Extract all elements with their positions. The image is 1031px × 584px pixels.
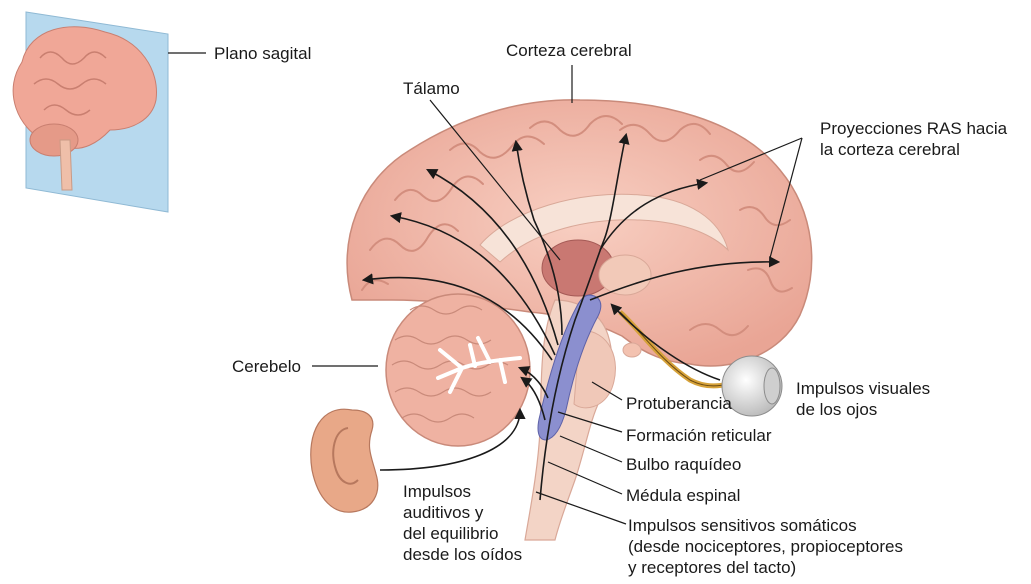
- label-bulbo-raquideo: Bulbo raquídeo: [626, 454, 741, 475]
- label-proyecciones-ras-line1: Proyecciones RAS hacia: [820, 118, 1007, 139]
- label-impulsos-visuales: Impulsos visuales de los ojos: [796, 378, 930, 420]
- pituitary: [623, 343, 641, 357]
- label-corteza-cerebral: Corteza cerebral: [506, 40, 632, 61]
- label-formacion-reticular: Formación reticular: [626, 425, 772, 446]
- label-impulsos-auditivos-line3: del equilibrio: [403, 523, 522, 544]
- label-impulsos-sensitivos-line2: (desde nociceptores, propioceptores: [628, 536, 903, 557]
- label-impulsos-sensitivos-line1: Impulsos sensitivos somáticos: [628, 515, 903, 536]
- label-impulsos-auditivos-line1: Impulsos: [403, 481, 522, 502]
- label-impulsos-visuales-line2: de los ojos: [796, 399, 930, 420]
- ear: [311, 409, 378, 512]
- label-impulsos-sensitivos-line3: y receptores del tacto): [628, 557, 903, 578]
- label-impulsos-visuales-line1: Impulsos visuales: [796, 378, 930, 399]
- label-proyecciones-ras: Proyecciones RAS hacia la corteza cerebr…: [820, 118, 1007, 160]
- cerebellum: [386, 294, 530, 446]
- label-medula-espinal: Médula espinal: [626, 485, 740, 506]
- label-impulsos-auditivos: Impulsos auditivos y del equilibrio desd…: [403, 481, 522, 565]
- label-impulsos-sensitivos: Impulsos sensitivos somáticos (desde noc…: [628, 515, 903, 578]
- label-impulsos-auditivos-line2: auditivos y: [403, 502, 522, 523]
- label-impulsos-auditivos-line4: desde los oídos: [403, 544, 522, 565]
- sagittal-plane-inset: [13, 12, 206, 212]
- label-protuberancia: Protuberancia: [626, 393, 732, 414]
- label-proyecciones-ras-line2: la corteza cerebral: [820, 139, 1007, 160]
- inset-brainstem: [60, 140, 72, 190]
- label-talamo: Tálamo: [403, 78, 460, 99]
- label-cerebelo: Cerebelo: [232, 356, 301, 377]
- label-plano-sagital: Plano sagital: [214, 43, 311, 64]
